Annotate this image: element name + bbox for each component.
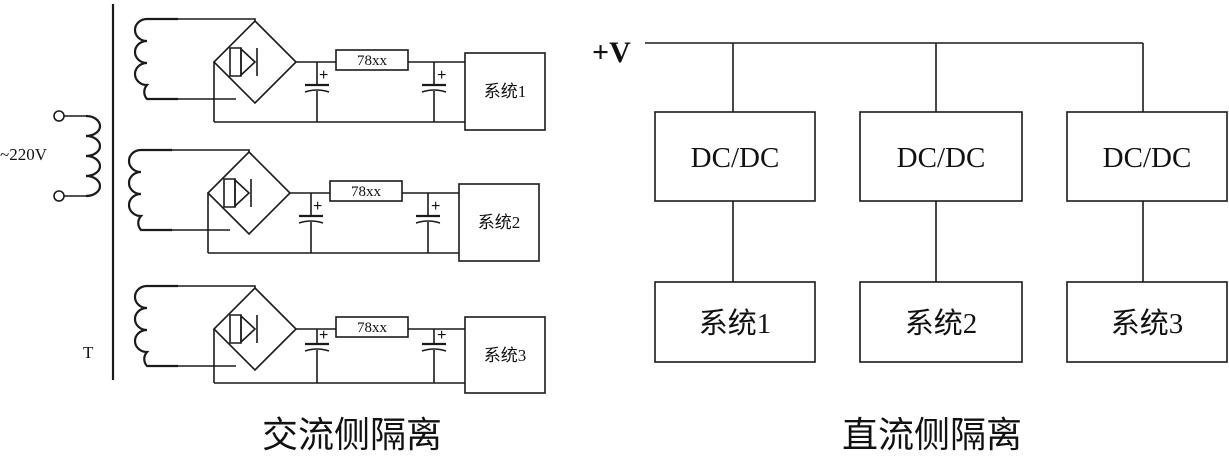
system-box [458,183,540,262]
bridge-rectifier [178,285,298,383]
source-voltage-label: ~220V [0,145,48,164]
input-capacitor: + [298,193,324,253]
input-capacitor: + [304,327,330,383]
system-label: 系统2 [905,307,978,340]
svg-text:+: + [319,327,328,344]
svg-text:+: + [437,67,446,84]
ac-side-isolation: ~220V T 78xx [0,4,546,455]
svg-text:+: + [437,327,446,344]
regulator-box [329,180,403,202]
system-label: 系统3 [1111,307,1184,340]
output-capacitor: + [421,62,446,122]
secondary-winding [133,17,178,101]
ac-channel-2: 78xx + + 系统2 [127,148,540,262]
regulator-box [335,49,409,71]
primary-coil [85,114,102,198]
dc-branch-3: DC/DC 系统3 [1066,43,1228,363]
bridge-rectifier [178,18,298,122]
system-box [654,281,816,363]
output-capacitor: + [421,327,446,383]
system-box [1066,281,1228,363]
regulator-label: 78xx [351,184,382,200]
ac-channel-3: 78xx + + 系统3 [133,284,546,394]
primary-winding: ~220V [0,110,102,202]
dc-dc-converter-box [859,111,1023,202]
dc-dc-converter-label: DC/DC [691,142,780,174]
terminal-bottom [53,190,65,202]
dc-dc-converter-label: DC/DC [1103,142,1192,174]
svg-text:+: + [313,198,322,215]
transformer-label: T [83,343,94,362]
svg-text:+: + [431,198,440,215]
dc-dc-converter-box [1066,111,1228,202]
dc-side-caption: 直流侧隔离 [842,415,1022,455]
system-box [464,316,546,394]
regulator-label: 78xx [357,53,388,69]
dc-branch-2: DC/DC 系统2 [859,43,1023,363]
system-box [464,52,546,131]
output-capacitor: + [415,193,440,253]
secondary-winding [133,284,178,368]
regulator-box [335,316,409,338]
ac-channel-1: 78xx + + 系统1 [133,17,546,131]
secondary-winding [127,148,172,232]
dc-dc-converter-box [654,111,816,202]
system-label: 系统1 [699,307,772,340]
bridge-rectifier [172,149,292,253]
svg-text:+: + [319,67,328,84]
dc-branch-1: DC/DC 系统1 [654,43,816,363]
ac-side-caption: 交流侧隔离 [262,415,442,455]
system-label: 系统1 [484,82,527,101]
dc-dc-converter-label: DC/DC [897,142,986,174]
system-box [859,281,1023,363]
system-label: 系统2 [478,213,521,232]
system-label: 系统3 [484,346,527,365]
terminal-top [53,110,65,122]
input-capacitor: + [304,62,330,122]
dc-side-isolation: +V DC/DC 系统1 DC/DC 系统2 DC/DC 系统3 [592,36,1228,455]
regulator-label: 78xx [357,320,388,336]
bus-voltage-label: +V [592,36,631,69]
